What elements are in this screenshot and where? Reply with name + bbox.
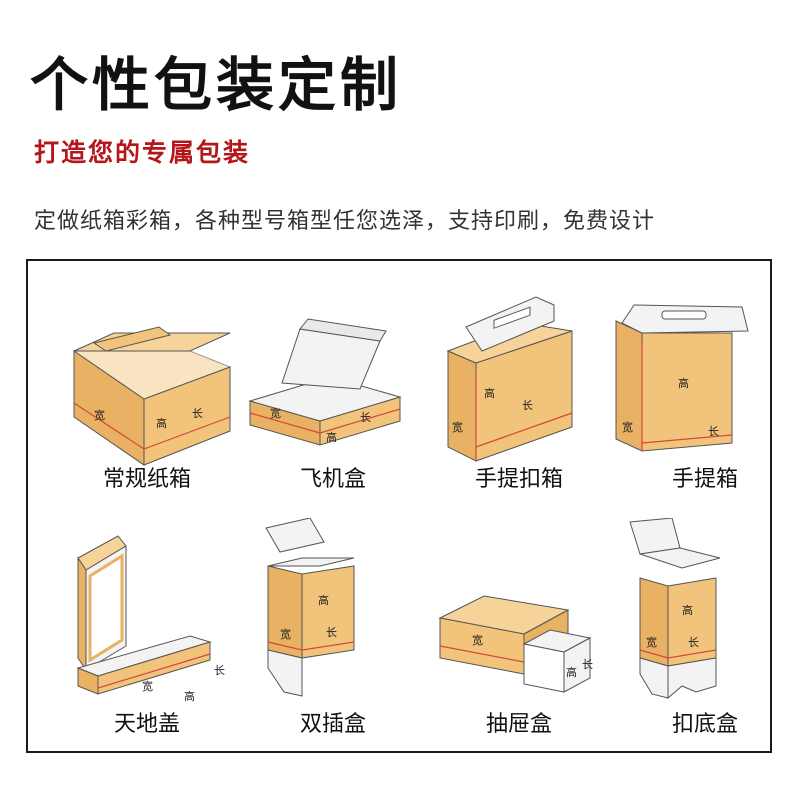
box-card-handle-box[interactable]: 宽 高 长 手提箱 [612, 271, 798, 518]
handle-box-icon: 宽 高 长 [615, 304, 749, 452]
box-label: 双插盒 [299, 712, 366, 737]
length-label: 长 [214, 664, 225, 677]
page-description: 定做纸箱彩箱，各种型号箱型任您选泽，支持印刷，免费设计 [34, 209, 656, 234]
length-label: 长 [360, 411, 371, 424]
length-label: 长 [582, 658, 593, 671]
box-card-drawer[interactable]: 宽 高 长 抽屉盒 [426, 518, 612, 765]
width-label: 宽 [94, 408, 105, 422]
height-label: 高 [484, 386, 495, 400]
height-label: 高 [678, 376, 689, 390]
width-label: 宽 [472, 633, 483, 647]
box-card-mailer[interactable]: 宽 高 长 飞机盒 [240, 271, 426, 518]
width-label: 宽 [622, 420, 633, 434]
box-label: 手提扣箱 [474, 467, 563, 492]
height-label: 高 [682, 603, 693, 617]
length-label: 长 [688, 636, 699, 649]
box-label: 常规纸箱 [102, 467, 191, 492]
handle-carton-icon: 宽 高 长 [446, 296, 573, 462]
width-label: 宽 [270, 406, 281, 420]
height-label: 高 [318, 593, 329, 607]
width-label: 宽 [646, 635, 657, 649]
drawer-box-icon: 宽 高 长 [438, 595, 593, 693]
tuck-end-box-icon: 宽 高 长 [265, 518, 355, 697]
lock-bottom-box-icon: 宽 高 长 [629, 518, 721, 700]
width-label: 宽 [142, 679, 153, 693]
page-title: 个性包装定制 [30, 51, 403, 119]
width-label: 宽 [280, 627, 291, 641]
box-card-tuck-end[interactable]: 宽 高 长 双插盒 [240, 518, 426, 765]
page-subtitle: 打造您的专属包装 [34, 138, 251, 167]
box-label: 天地盖 [113, 712, 180, 737]
mailer-box-icon: 宽 高 长 [248, 318, 402, 446]
box-label: 抽屉盒 [485, 712, 552, 737]
height-label: 高 [184, 689, 195, 703]
box-card-handle-carton[interactable]: 宽 高 长 手提扣箱 [426, 271, 612, 518]
lid-base-box-icon: 宽 高 长 [76, 535, 225, 703]
height-label: 高 [566, 665, 577, 679]
length-label: 长 [522, 399, 533, 412]
regular-carton-icon: 宽 高 长 [72, 326, 232, 466]
box-type-panel: 宽 高 长 常规纸箱 宽 高 长 飞机盒 [26, 259, 772, 753]
width-label: 宽 [452, 420, 463, 434]
length-label: 长 [708, 425, 719, 438]
height-label: 高 [326, 430, 337, 444]
height-label: 高 [156, 416, 167, 430]
box-card-lid-base[interactable]: 宽 高 长 天地盖 [54, 518, 240, 765]
box-label: 手提箱 [671, 467, 738, 492]
box-label: 飞机盒 [299, 467, 366, 492]
box-card-regular-carton[interactable]: 宽 高 长 常规纸箱 [54, 271, 240, 518]
length-label: 长 [192, 407, 203, 420]
box-label: 扣底盒 [671, 712, 738, 737]
length-label: 长 [326, 626, 337, 639]
box-card-lock-bottom[interactable]: 宽 高 长 扣底盒 [612, 518, 798, 765]
